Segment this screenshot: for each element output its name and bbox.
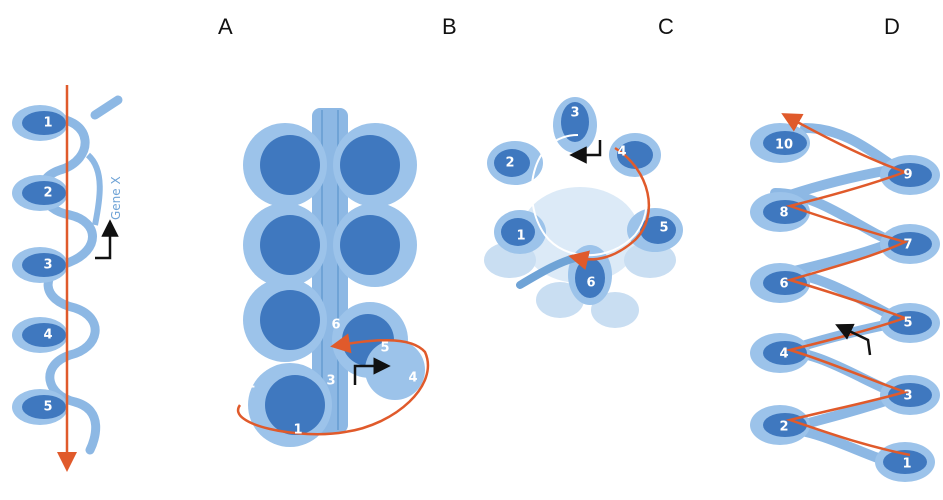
nucleosome-d4-label: 4 <box>779 347 788 362</box>
nucleosome-d5-label: 5 <box>903 316 912 331</box>
nucleosome-c3-label: 3 <box>570 106 579 121</box>
gene-x-label: Gene X <box>109 176 123 220</box>
nucleosome-c5 <box>627 208 683 252</box>
nucleosome-b5: 5 <box>380 341 389 356</box>
nucleosome-c4-label: 4 <box>617 145 626 160</box>
nucleosome-c2 <box>487 141 543 185</box>
nucleosome-d8-label: 8 <box>779 206 788 221</box>
panel-c-rosette <box>484 97 683 328</box>
nucleosome-c6-label: 6 <box>586 276 595 291</box>
nucleosome-b4: 4 <box>408 371 417 386</box>
nucleosome-a1: 1 <box>12 105 68 141</box>
nucleosome-a5: 5 <box>12 389 68 425</box>
nucleosome-b6: 6 <box>331 318 340 333</box>
nucleosome-d7-label: 7 <box>903 238 912 253</box>
nucleosome-d6-label: 6 <box>779 277 788 292</box>
nucleosome-d10-label: 10 <box>775 138 793 153</box>
nucleosome-b1: 1 <box>293 423 302 438</box>
svg-text:5: 5 <box>43 400 52 415</box>
nucleosome-d9-label: 9 <box>903 168 912 183</box>
tss-arrow-a <box>95 228 110 258</box>
nucleosome-d2-label: 2 <box>779 420 788 435</box>
nucleosome-b2: 2 <box>246 377 255 392</box>
nucleosome-a2: 2 <box>12 175 68 211</box>
nucleosome-d3-label: 3 <box>903 389 912 404</box>
nucleosome-c2-label: 2 <box>505 156 514 171</box>
svg-text:2: 2 <box>43 186 52 201</box>
svg-text:3: 3 <box>43 258 52 273</box>
nucleosome-d1-label: 1 <box>902 457 911 472</box>
nucleosome-c5-label: 5 <box>659 221 668 236</box>
nucleosome-a4: 4 <box>12 317 68 353</box>
nucleosome-b3: 3 <box>326 374 335 389</box>
svg-text:1: 1 <box>43 116 52 131</box>
panel-a-nucleosomes: 1 2 3 4 5 <box>12 105 68 425</box>
nucleosome-a3: 3 <box>12 247 68 283</box>
nucleosome-c1-label: 1 <box>516 229 525 244</box>
svg-text:4: 4 <box>43 328 52 343</box>
